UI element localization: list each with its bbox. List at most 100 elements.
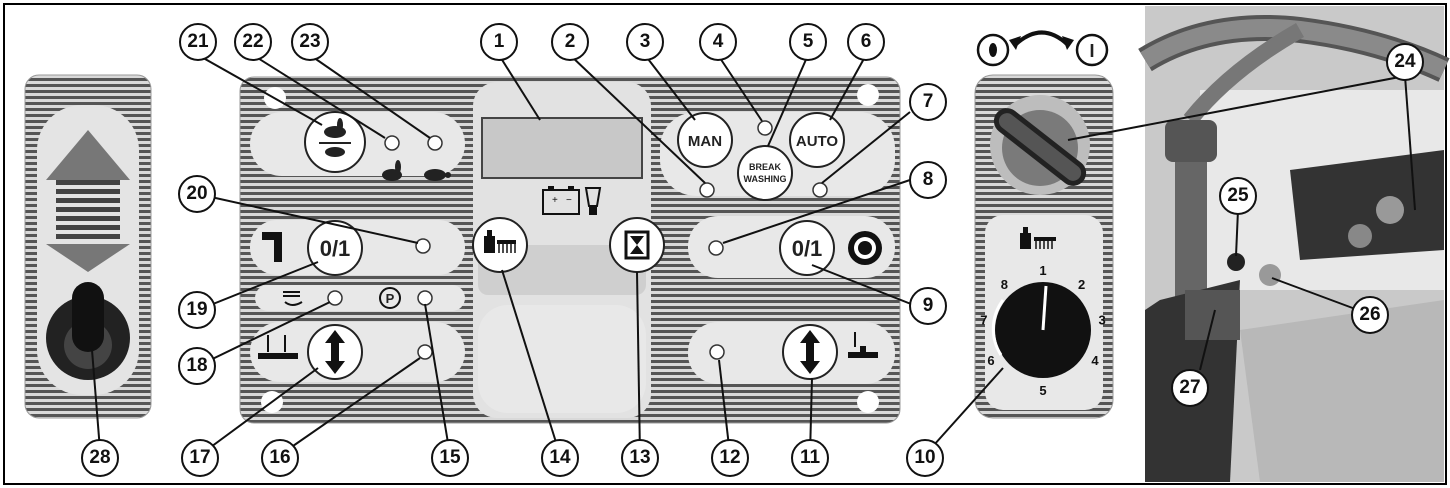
svg-text:+: +	[552, 195, 558, 206]
control-panel	[239, 76, 901, 424]
machine-photo	[1138, 6, 1450, 482]
callout-7: 7	[909, 83, 947, 121]
brush-icon	[848, 231, 882, 265]
callout-28: 28	[81, 439, 119, 477]
callout-15: 15	[431, 439, 469, 477]
squeegee-lift-button[interactable]	[782, 324, 838, 380]
dial-detergent-icon	[1020, 227, 1056, 249]
water-led	[415, 238, 431, 254]
slow-speed-led	[427, 135, 443, 151]
dial-scale: 1 2 3 4 5 6 7 8	[980, 263, 1105, 398]
callout-1: 1	[480, 23, 518, 61]
callout-21: 21	[179, 23, 217, 61]
dial-number-2: 2	[1078, 277, 1085, 292]
callout-6: 6	[847, 23, 885, 61]
auto-label: AUTO	[796, 133, 839, 150]
brush-toggle-label: 0/1	[792, 236, 823, 261]
parking-icon: P	[379, 287, 401, 309]
auto-led	[812, 182, 828, 198]
callout-19: 19	[178, 291, 216, 329]
callout-24: 24	[1386, 43, 1424, 81]
turtle-icon	[424, 169, 451, 181]
man-button[interactable]: MAN	[677, 112, 733, 168]
up-down-arrow-icon	[800, 330, 820, 374]
water-toggle-button[interactable]: 0/1	[307, 220, 363, 276]
dial-number-6: 6	[987, 353, 994, 368]
battery-icon: + −	[542, 186, 580, 215]
callout-26: 26	[1351, 296, 1389, 334]
callout-3: 3	[626, 23, 664, 61]
dial-number-4: 4	[1091, 353, 1099, 368]
rabbit-turtle-icon	[319, 118, 351, 157]
detergent-button[interactable]	[472, 217, 528, 273]
callout-11: 11	[791, 439, 829, 477]
callout-20: 20	[178, 175, 216, 213]
joystick-lever[interactable]	[46, 282, 130, 380]
break-washing-button[interactable]: BREAK WASHING	[737, 145, 793, 201]
lcd-display	[481, 117, 643, 179]
brush-toggle-button[interactable]: 0/1	[779, 220, 835, 276]
squeegee-icon	[848, 332, 878, 358]
callout-25: 25	[1219, 177, 1257, 215]
hourglass-icon	[624, 230, 650, 260]
squeegee-led	[709, 344, 725, 360]
water-level-icon	[584, 187, 602, 215]
return-icon	[283, 291, 303, 306]
dial-number-8: 8	[1001, 277, 1008, 292]
brush-up-down-icon	[258, 335, 298, 359]
callout-16: 16	[261, 439, 299, 477]
callout-2: 2	[551, 23, 589, 61]
hour-meter-button[interactable]	[609, 217, 665, 273]
fast-speed-led	[384, 135, 400, 151]
break-label: BREAK	[749, 162, 782, 172]
brush-lift-led	[417, 344, 433, 360]
callout-4: 4	[699, 23, 737, 61]
callout-13: 13	[621, 439, 659, 477]
key-on-label: I	[1089, 41, 1094, 61]
up-down-arrow-icon	[325, 330, 345, 374]
callout-17: 17	[181, 439, 219, 477]
man-label: MAN	[688, 133, 722, 150]
ignition-key-switch[interactable]	[989, 95, 1092, 195]
brush-lift-button[interactable]	[307, 324, 363, 380]
callout-12: 12	[711, 439, 749, 477]
dial-number-5: 5	[1039, 383, 1046, 398]
arrow-head-left-icon	[1009, 36, 1021, 50]
washing-label: WASHING	[743, 174, 786, 184]
parking-label: P	[386, 291, 395, 306]
callout-27: 27	[1171, 369, 1209, 407]
key-off-icon	[976, 33, 1010, 67]
callout-23: 23	[291, 23, 329, 61]
callout-10: 10	[906, 439, 944, 477]
man-led	[699, 182, 715, 198]
rabbit-icon	[382, 160, 402, 181]
rotate-arrow-icon	[1013, 30, 1070, 47]
callout-8: 8	[909, 161, 947, 199]
dial-number-3: 3	[1098, 313, 1105, 328]
water-toggle-label: 0/1	[320, 236, 351, 261]
leader-lines	[91, 54, 1416, 456]
callout-18: 18	[178, 347, 216, 385]
arrow-head-right-icon	[1062, 36, 1074, 50]
up-down-arrow-icon	[46, 130, 130, 272]
dial-number-7: 7	[980, 313, 987, 328]
break-washing-led	[757, 120, 773, 136]
callout-5: 5	[789, 23, 827, 61]
callout-9: 9	[909, 287, 947, 325]
callout-14: 14	[541, 439, 579, 477]
detergent-dial[interactable]	[991, 282, 1091, 378]
callout-22: 22	[234, 23, 272, 61]
water-tap-icon	[262, 232, 282, 262]
brush-led	[708, 240, 724, 256]
speed-button[interactable]	[304, 111, 366, 173]
auto-button[interactable]: AUTO	[789, 112, 845, 168]
parking-led	[417, 290, 433, 306]
joystick-panel	[24, 74, 152, 419]
figure-border	[3, 3, 1447, 485]
key-on-icon: I	[1075, 33, 1109, 67]
brush-detergent-icon	[484, 230, 516, 253]
svg-text:−: −	[566, 195, 572, 206]
dial-number-1: 1	[1039, 263, 1046, 278]
